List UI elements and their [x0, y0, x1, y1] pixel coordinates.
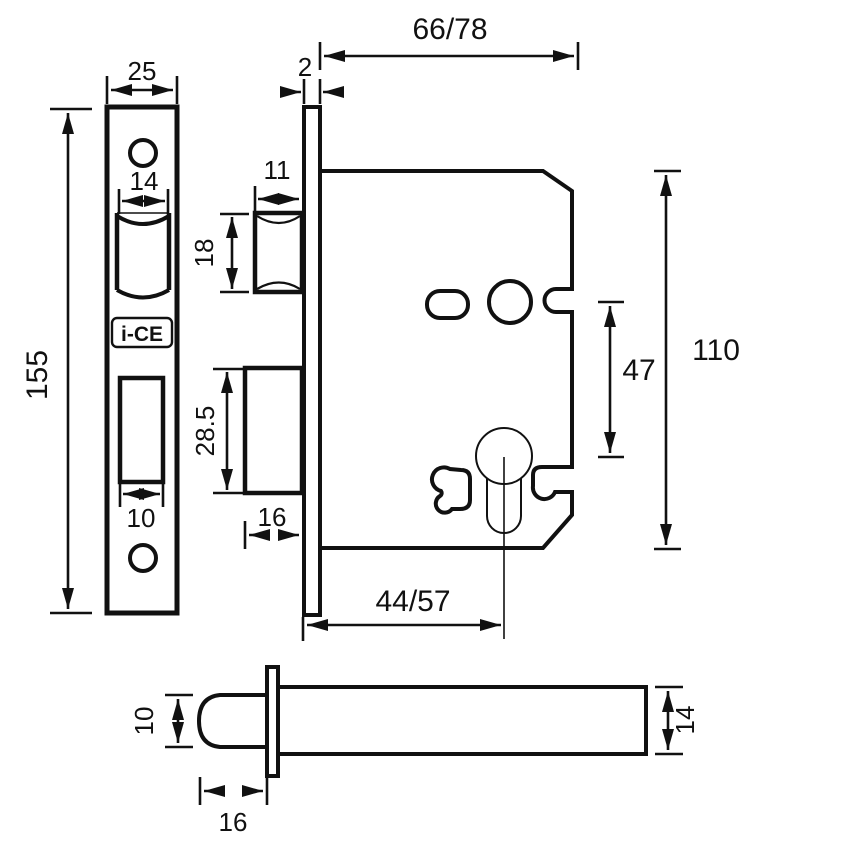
- forend-plate: [302, 105, 322, 617]
- latch-bolt-side-view: [252, 210, 305, 295]
- dim-bolt-projection: 16: [198, 777, 269, 837]
- follower-spring-hole: [429, 465, 472, 515]
- dim-case-height: 110: [654, 169, 740, 551]
- dim-bolt-bar-height: 14: [655, 685, 700, 756]
- dim-deadbolt-cutout-width: 10: [118, 483, 165, 533]
- dim-label-10-faceplate: 10: [127, 503, 156, 533]
- dim-centres: 47: [598, 300, 656, 459]
- dim-label-47: 47: [622, 354, 655, 387]
- dim-label-18: 18: [189, 239, 219, 268]
- faceplate-deadbolt-cutout: [117, 375, 166, 485]
- oval-fixing-hole: [425, 289, 470, 320]
- deadbolt-side-view: [242, 365, 305, 496]
- dim-case-depth: 66/78: [318, 13, 580, 70]
- latch-bolt-bottom-bevel-arc: [256, 281, 301, 290]
- bolt-head: [196, 693, 268, 749]
- latch-bolt-top-view: [196, 665, 648, 778]
- bolt-faceplate-flange: [265, 665, 280, 778]
- logo-text: i-CE: [121, 323, 163, 346]
- dim-faceplate-height: 155: [21, 107, 92, 615]
- logo-box: [110, 316, 174, 349]
- lock-case: [318, 169, 574, 639]
- dim-faceplate-width: 25: [105, 56, 179, 104]
- dim-bolt-diameter: 10: [129, 693, 193, 749]
- dim-deadbolt-height: 28.5: [190, 367, 243, 495]
- euro-cylinder-cutout: [475, 427, 533, 639]
- dim-deadbolt-throw: 16: [243, 502, 299, 549]
- latch-cutout-bottom-arc: [116, 288, 170, 300]
- latch-bolt-outline: [252, 210, 305, 295]
- dim-label-14-faceplate: 14: [130, 166, 159, 196]
- dim-label-25: 25: [128, 56, 157, 86]
- spindle-hole: [487, 279, 533, 325]
- dim-backset: 44/57: [301, 585, 501, 641]
- faceplate-top-screw-hole: [128, 138, 158, 168]
- dim-label-2: 2: [298, 52, 312, 82]
- dim-label-10-bolt: 10: [129, 707, 159, 736]
- dim-latch-cutout-width: 14: [117, 166, 170, 214]
- dim-label-155: 155: [21, 350, 54, 400]
- dim-label-66-78: 66/78: [412, 13, 487, 46]
- bolt-tail-bar: [276, 685, 648, 756]
- dim-label-28-5: 28.5: [190, 406, 220, 457]
- latch-bolt-top-bevel-arc: [256, 215, 301, 225]
- dim-label-16-bolt: 16: [219, 807, 248, 837]
- dim-latch-width: 11: [253, 155, 299, 212]
- dim-label-11: 11: [264, 155, 291, 185]
- dim-label-110: 110: [692, 334, 740, 367]
- latch-cutout-top-arc: [115, 214, 171, 226]
- faceplate-front-view: i-CE: [104, 104, 180, 616]
- faceplate-bottom-screw-hole: [128, 543, 158, 573]
- lock-case-outline: [318, 169, 574, 550]
- brand-logo: i-CE: [110, 316, 174, 349]
- dim-label-14-bolt: 14: [670, 706, 700, 735]
- latch-cutout-sides: [114, 213, 172, 290]
- deadbolt-outline: [242, 365, 305, 496]
- dim-latch-height: 18: [189, 212, 249, 294]
- dim-label-16-middle: 16: [258, 502, 287, 532]
- dim-forend-thickness: 2: [280, 52, 344, 104]
- faceplate-latch-cutout: [114, 212, 172, 300]
- dim-label-44-57: 44/57: [375, 585, 450, 618]
